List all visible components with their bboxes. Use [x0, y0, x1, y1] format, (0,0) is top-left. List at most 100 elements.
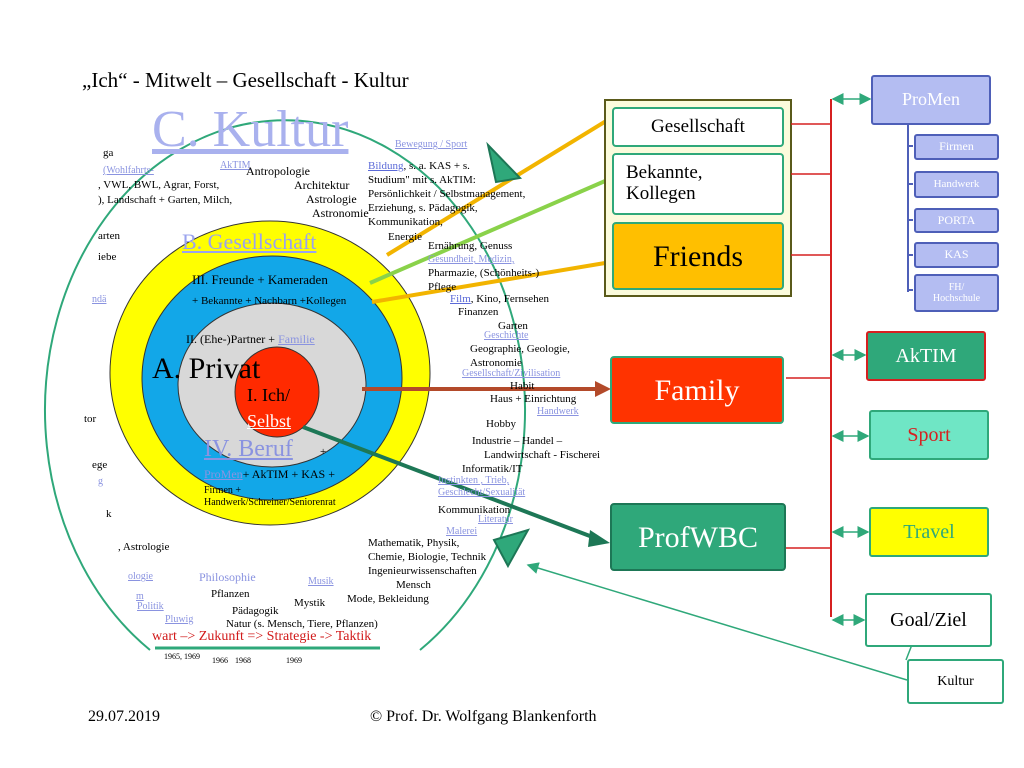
kultur-year: 1968	[235, 656, 251, 665]
kultur-astrologie: Astrologie	[306, 192, 357, 206]
kultur-gesundheit-link[interactable]: Gesundheit, Medizin,	[428, 254, 515, 265]
kultur-zivilisation-link[interactable]: Gesellschaft/Zivilisation	[462, 368, 561, 379]
kultur-mathematik: Mathematik, Physik,	[368, 537, 460, 549]
kultur-left-text: , VWL, BWL, Agrar, Forst,	[98, 179, 220, 191]
box-kas[interactable]: KAS	[914, 242, 999, 268]
kultur-circle-arc	[44, 119, 526, 651]
kultur-geschichte-link[interactable]: Geschichte	[484, 330, 529, 341]
box-fh-hochschule[interactable]: FH/ Hochschule	[914, 274, 999, 312]
footer-author: © Prof. Dr. Wolfgang Blankenforth	[370, 708, 597, 725]
kultur-garten: Garten	[498, 320, 528, 332]
box-fh-line1: FH/	[948, 282, 965, 293]
box-aktim[interactable]: AkTIM	[866, 331, 986, 381]
kultur-year: 1965, 1969	[164, 652, 200, 661]
ring-ich	[234, 346, 320, 438]
kultur-mode: Mode, Bekleidung	[347, 593, 429, 605]
kultur-year: 1969	[286, 656, 302, 665]
box-firmen[interactable]: Firmen	[914, 134, 999, 160]
kultur-left-text[interactable]: ologie	[128, 571, 153, 582]
kultur-year: 1966	[212, 656, 228, 665]
kultur-malerei-link[interactable]: Malerei	[446, 526, 478, 537]
footer-date: 29.07.2019	[88, 708, 160, 725]
ring-beruf-line3: Handwerk/Schreiner/Seniorenrat	[204, 497, 336, 508]
kultur-left-text: ga	[103, 147, 114, 159]
kultur-mystik: Mystik	[294, 597, 326, 609]
kultur-timeline: wart –> Zukunft => Strategie -> Taktik	[152, 629, 372, 644]
box-friends[interactable]: Friends	[612, 222, 784, 290]
kultur-erziehung: Erziehung, s. Pädagogik,	[368, 202, 478, 214]
box-profwbc[interactable]: ProfWBC	[610, 503, 786, 571]
kultur-left-text[interactable]: Politik	[137, 601, 164, 612]
kultur-left-text[interactable]: Pluwig	[165, 614, 194, 625]
kultur-finanzen: Finanzen	[458, 306, 499, 318]
kultur-left-text: arten	[98, 230, 120, 242]
kultur-paedagogik: Pädagogik	[232, 605, 279, 617]
kultur-mensch: Mensch	[396, 579, 431, 591]
ring-freunde-label: III. Freunde + Kameraden	[192, 272, 328, 287]
kultur-left-text: ), Landschaft + Garten, Milch,	[98, 194, 233, 206]
kultur-ernaehrung: Ernährung, Genuss	[428, 240, 513, 252]
line-bekannte	[369, 176, 613, 285]
kultur-pflege: Pflege	[428, 281, 457, 293]
ring-beruf-plus: +	[320, 446, 327, 458]
kultur-bildung: Bildung, s. a. KAS + s.	[368, 160, 470, 172]
kultur-trieb-link[interactable]: Instinkten , Trieb,	[438, 475, 510, 486]
kultur-film: Film, Kino, Fernsehen	[450, 293, 550, 305]
arrow-kultur-top	[486, 141, 523, 184]
box-promen[interactable]: ProMen	[871, 75, 991, 125]
box-handwerk[interactable]: Handwerk	[914, 171, 999, 198]
box-gesellschaft[interactable]: Gesellschaft	[612, 107, 784, 147]
kultur-energie: Energie	[388, 231, 423, 243]
kultur-left-text[interactable]: g	[98, 476, 103, 487]
box-bekannte[interactable]: Bekannte, Kollegen	[612, 153, 784, 215]
kultur-bewegung-link[interactable]: Bewegung / Sport	[395, 139, 468, 150]
box-goal-ziel[interactable]: Goal/Ziel	[865, 593, 992, 647]
kultur-geographie: Geographie, Geologie,	[470, 343, 570, 355]
box-sport[interactable]: Sport	[869, 410, 989, 460]
kultur-ingenieur: Ingenieurwissenschaften	[368, 565, 477, 577]
kultur-musik-link[interactable]: Musik	[308, 576, 334, 587]
box-bekannte-line1: Bekannte,	[626, 162, 703, 184]
kultur-left-text[interactable]: (Wohlfahrts-	[103, 165, 154, 176]
kultur-bildung-link[interactable]: Bildung	[368, 160, 404, 172]
ring-ich-label: I. Ich/	[247, 385, 290, 405]
box-porta[interactable]: PORTA	[914, 208, 999, 233]
box-fh-line2: Hochschule	[932, 293, 981, 304]
ring-beruf-line1: ProMen+ AkTIM + KAS +	[204, 467, 335, 481]
kultur-chemie: Chemie, Biologie, Technik	[368, 551, 487, 563]
ring-familie-link[interactable]: Familie	[278, 332, 315, 346]
kultur-sexualitaet-link[interactable]: Geschlecht/Sexualität	[438, 487, 526, 498]
ring-bekannte-label: + Bekannte + Nachbarn +Kollegen	[192, 295, 347, 307]
ring-selbst-link[interactable]: Selbst	[247, 411, 292, 431]
ring-promen-link[interactable]: ProMen	[204, 467, 243, 481]
kultur-astronomie2: Astronomie	[470, 357, 522, 369]
box-family[interactable]: Family	[610, 356, 784, 424]
ring-beruf-label[interactable]: IV. Beruf	[204, 436, 293, 462]
kultur-architektur: Architektur	[294, 178, 350, 192]
kultur-kommunikation: Kommunikation,	[368, 216, 443, 228]
ring-beruf-line2: Firmen +	[204, 485, 242, 496]
arrow-profwbc-head	[588, 530, 610, 547]
kultur-hobby: Hobby	[486, 418, 516, 430]
box-bekannte-line2: Kollegen	[626, 183, 696, 204]
kultur-aktim-link[interactable]: AkTIM	[220, 160, 251, 171]
kultur-studium: Studium" mit s. AkTIM:	[368, 174, 476, 186]
kultur-left-text: tor	[84, 413, 97, 425]
box-kultur[interactable]: Kultur	[907, 659, 1004, 704]
line-gesellschaft	[385, 116, 613, 257]
kultur-literatur-link[interactable]: Literatur	[478, 514, 513, 525]
kultur-kommunikation2: Kommunikation	[438, 504, 511, 516]
kultur-film-link[interactable]: Film	[450, 293, 471, 305]
page-title: „Ich“ - Mitwelt – Gesellschaft - Kultur	[82, 68, 409, 92]
kultur-astronomie: Astronomie	[312, 206, 369, 220]
kultur-left-text: iebe	[98, 251, 117, 263]
box-travel[interactable]: Travel	[869, 507, 989, 557]
kultur-heading[interactable]: C. Kultur	[152, 101, 349, 158]
kultur-philosophie: Philosophie	[199, 570, 256, 584]
ring-gesellschaft-label[interactable]: B. Gesellschaft	[182, 229, 317, 254]
kultur-left-text[interactable]: m	[136, 591, 144, 602]
kultur-left-text[interactable]: ndä	[92, 294, 107, 305]
kultur-left-text: k	[106, 508, 112, 520]
kultur-pflanzen: Pflanzen	[211, 588, 250, 600]
kultur-handwerk-link[interactable]: Handwerk	[537, 406, 579, 417]
